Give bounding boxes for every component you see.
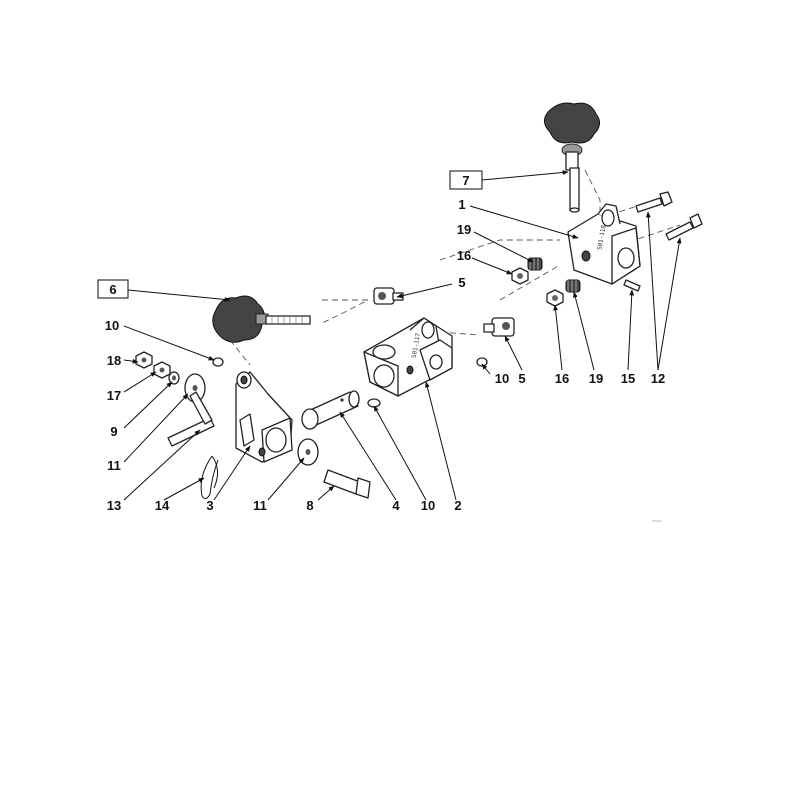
part-4-clevis-pin: [301, 390, 360, 430]
part-15-pin: [623, 279, 641, 292]
part-10-ring-middle: [367, 398, 381, 408]
part-8-bolt: [323, 469, 371, 499]
callout-8: 8: [306, 498, 313, 513]
part-1-upper-bracket: S01-118: [567, 203, 641, 285]
part-12-bolt-lower: [665, 213, 703, 241]
part-9-washer: [168, 371, 180, 385]
callout-9: 9: [110, 424, 117, 439]
part-16-nut-upper: [511, 267, 529, 285]
callout-5-upper: 5: [458, 275, 465, 290]
part-10-ring-left: [212, 357, 224, 367]
callout-16-upper: 16: [457, 248, 471, 263]
callout-16-lower: 16: [555, 371, 569, 386]
callout-12: 12: [651, 371, 665, 386]
part-19-spring-lower: [565, 279, 581, 293]
callout-10-left: 10: [105, 318, 119, 333]
part-5-eye-bolt-lower: [483, 317, 515, 337]
part-6-knob: [212, 295, 311, 343]
callout-4: 4: [392, 498, 400, 513]
callout-5-lower: 5: [518, 371, 525, 386]
callout-10-middle: 10: [421, 498, 435, 513]
callout-labels: 1 19 16 5 5 16 19 15 12 10 10 18 17 9 11…: [105, 197, 665, 513]
callout-15: 15: [621, 371, 635, 386]
callout-box-7: 7: [449, 170, 483, 190]
part-7-knob-pin: [544, 102, 600, 213]
callout-7: 7: [462, 173, 469, 188]
part-16-nut-lower: [546, 289, 564, 307]
part-5-eye-bolt-upper: [373, 287, 404, 305]
callout-17: 17: [107, 388, 121, 403]
callout-14: 14: [155, 498, 170, 513]
callout-box-6: 6: [97, 279, 129, 299]
leader-lines: [123, 170, 682, 501]
part-18-nut: [135, 351, 153, 369]
callout-1: 1: [458, 197, 465, 212]
part-13-l-pin: [167, 391, 215, 447]
part-12-bolt-upper: [635, 191, 673, 213]
callout-19-upper: 19: [457, 222, 471, 237]
callout-3: 3: [206, 498, 213, 513]
callout-2: 2: [454, 498, 461, 513]
callout-13: 13: [107, 498, 121, 513]
callout-11-right: 11: [253, 498, 267, 513]
svg-text:S01-117: S01-117: [411, 332, 422, 358]
part-2-main-plate: S01-117: [363, 317, 453, 397]
part-14-hairpin-clip: [200, 455, 219, 500]
callout-18: 18: [107, 353, 121, 368]
part-17-lock-nut: [153, 361, 171, 379]
callout-11-left: 11: [107, 458, 121, 473]
callout-6: 6: [109, 282, 116, 297]
callout-10-right: 10: [495, 371, 509, 386]
callout-19-lower: 19: [589, 371, 603, 386]
part-19-spring-upper: [527, 257, 543, 271]
svg-text:S01-118: S01-118: [596, 224, 607, 250]
part-3-side-bracket: [235, 371, 293, 463]
